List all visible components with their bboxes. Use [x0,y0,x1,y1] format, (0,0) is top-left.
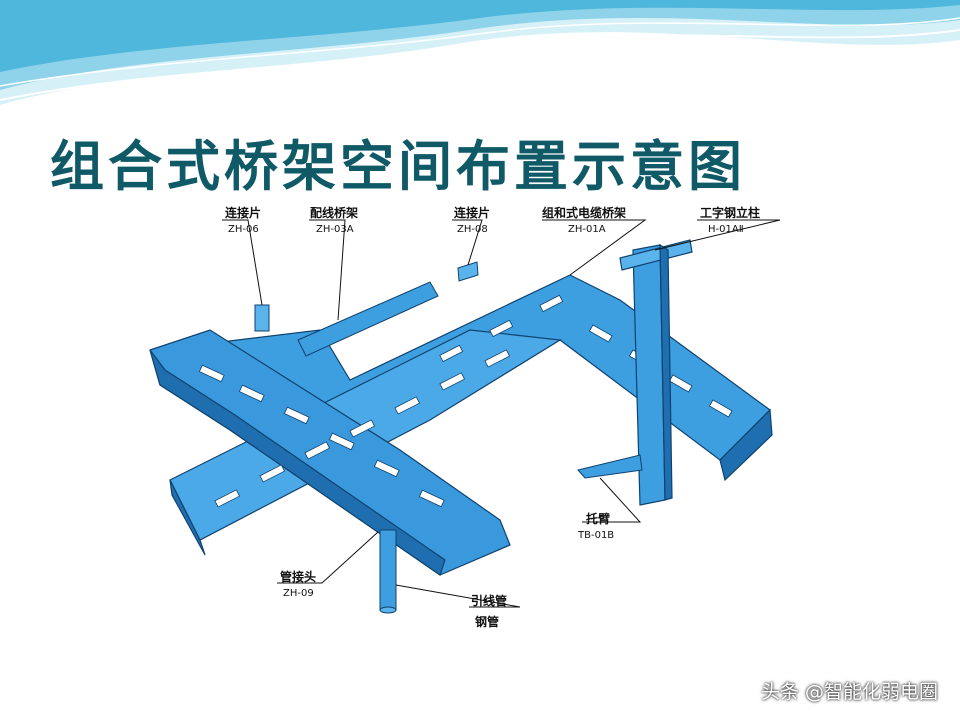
slide-title: 组合式桥架空间布置示意图 [50,135,746,198]
tray-sidewall [149,349,446,576]
label-wiring-tray-code: ZH-03A [316,224,354,235]
label-wiring-tray-name: 配线桥架 [310,206,359,220]
label-pipe-fitting-name: 管接头 [280,570,317,584]
label-ibeam-name: 工字钢立柱 [700,206,761,220]
header-waves [0,0,960,105]
label-support-arm-name: 托臂 [586,512,611,526]
label-lead-pipe-material: 钢管 [475,615,500,629]
wiring-tray-zh03a [297,281,439,357]
conduit-pipe [379,529,397,614]
label-connector-zh08-code: ZH-08 [457,224,488,235]
connector-plate-zh08 [457,261,479,282]
i-beam-column [619,239,693,506]
label-support-arm-code: TB-01B [578,530,615,541]
label-connector-zh06-name: 连接片 [225,206,262,220]
support-arm [577,454,643,479]
tray-slots [198,294,733,508]
label-ibeam-code: H-01AⅡ [708,224,744,235]
label-lead-pipe-name: 引线管 [471,594,508,608]
tray-sidewall-bottom [169,479,206,556]
label-connector-zh06-code: ZH-06 [228,224,259,235]
label-pipe-fitting-code: ZH-09 [283,588,314,599]
leader-lines [222,219,781,608]
label-combined-tray-name: 组和式电缆桥架 [542,206,627,220]
tray-sidewall-right [719,408,773,482]
watermark: 头条 @智能化弱电圈 [760,681,938,703]
label-connector-zh08-name: 连接片 [454,206,491,220]
cable-tray-assembly [149,274,773,576]
label-combined-tray-code: ZH-01A [568,224,606,235]
connector-plate-zh06 [254,304,270,332]
